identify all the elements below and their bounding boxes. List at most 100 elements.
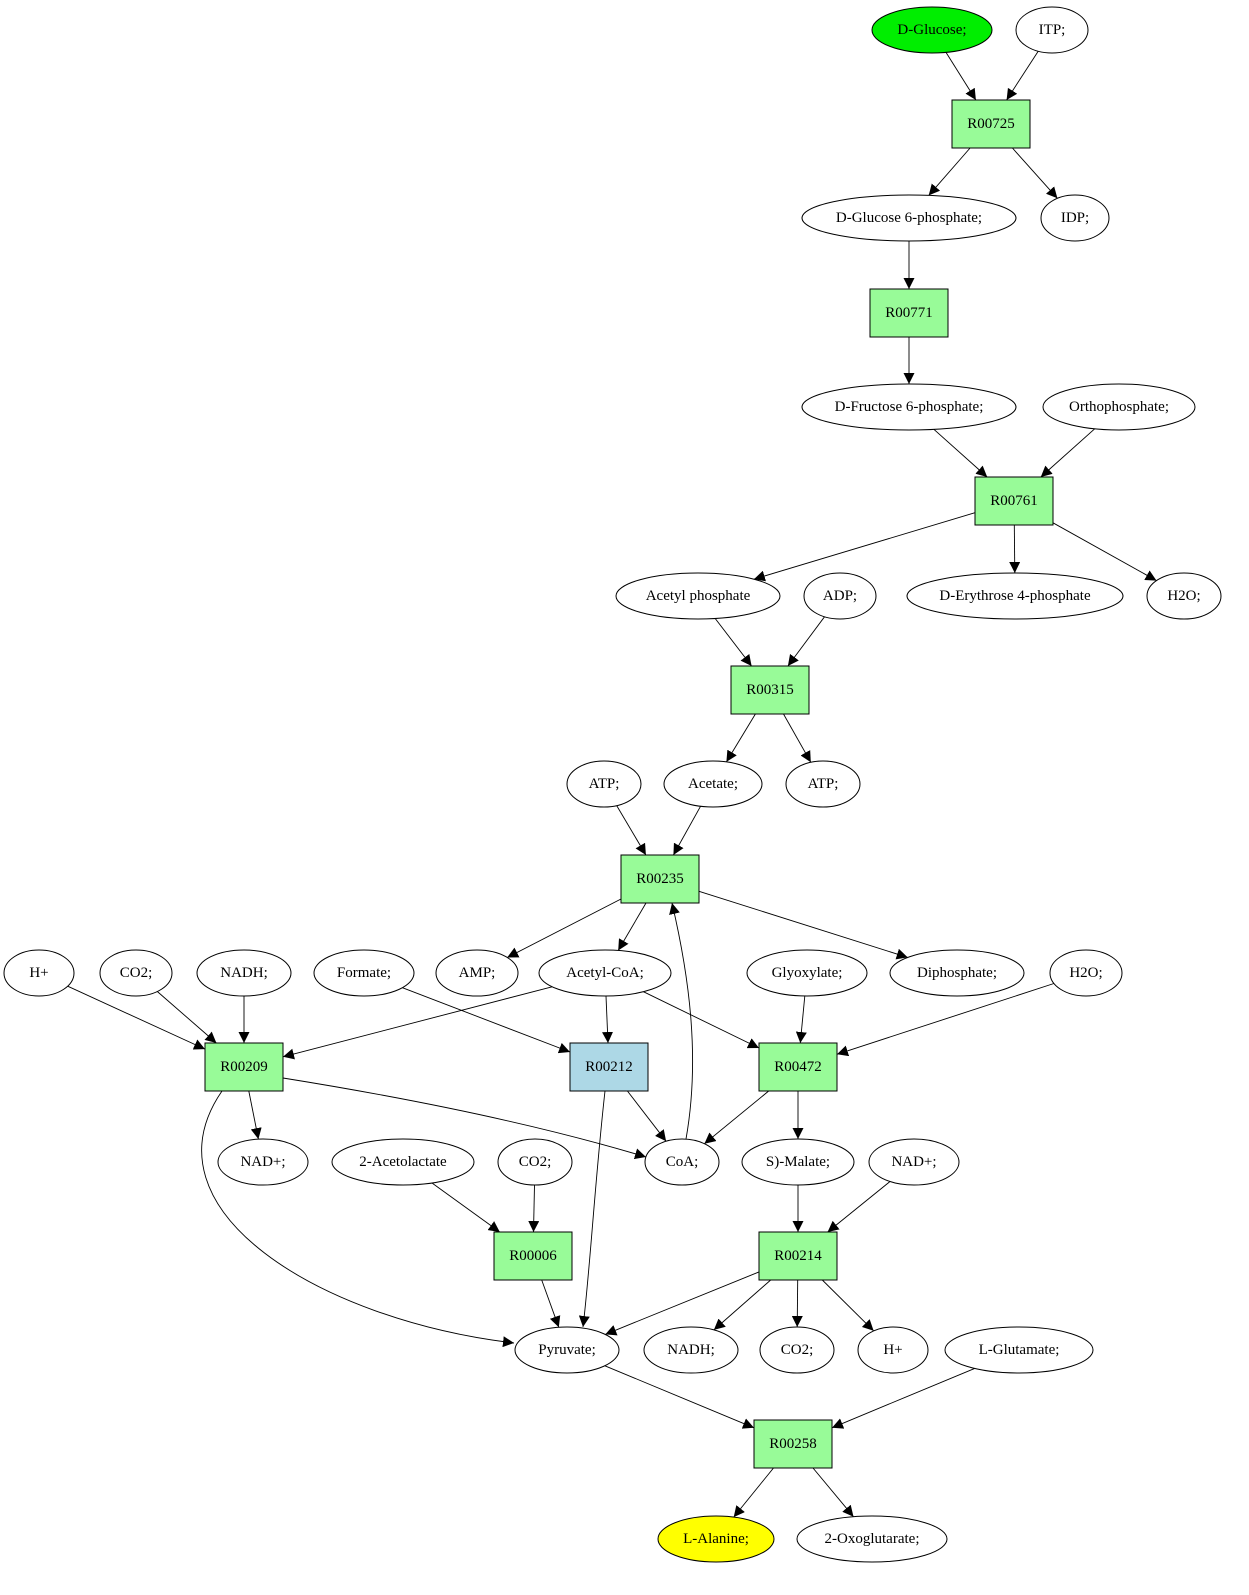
node-label: 2-Acetolactate — [359, 1154, 447, 1170]
node-label: D-Erythrose 4-phosphate — [939, 588, 1091, 604]
reaction-node-r00209[interactable]: R00209 — [204, 1042, 284, 1092]
compound-node-nadplus_a[interactable]: NAD+; — [217, 1138, 309, 1186]
compound-node-diphosphate[interactable]: Diphosphate; — [889, 949, 1025, 997]
compound-node-coa[interactable]: CoA; — [644, 1138, 720, 1186]
reaction-node-r00472[interactable]: R00472 — [758, 1042, 838, 1092]
compound-node-e4p[interactable]: D-Erythrose 4-phosphate — [906, 572, 1124, 620]
edge-glutamate-to-r00258 — [831, 1367, 975, 1429]
reaction-node-r00212[interactable]: R00212 — [569, 1042, 649, 1092]
compound-ellipse — [99, 949, 173, 997]
node-label: R00258 — [769, 1436, 817, 1452]
compound-ellipse — [657, 1515, 775, 1563]
node-label: CoA; — [666, 1154, 699, 1170]
compound-node-hplus_a[interactable]: H+ — [3, 949, 75, 997]
edge-formate-to-r00212 — [402, 987, 571, 1054]
edge-r00235-to-amp — [506, 898, 622, 958]
reaction-node-r00725[interactable]: R00725 — [951, 99, 1031, 149]
node-label: H+ — [883, 1342, 902, 1358]
edge-r00258-to-oxoglutarate — [812, 1467, 854, 1517]
compound-node-amp[interactable]: AMP; — [435, 949, 519, 997]
node-label: D-Glucose; — [897, 22, 966, 38]
compound-node-atp_a[interactable]: ATP; — [566, 760, 642, 808]
node-label: H2O; — [1167, 588, 1200, 604]
compound-node-pyruvate[interactable]: Pyruvate; — [514, 1326, 620, 1374]
compound-node-alanine[interactable]: L-Alanine; — [657, 1515, 775, 1563]
node-label: R00235 — [636, 871, 684, 887]
compound-ellipse — [196, 949, 292, 997]
compound-node-acetolactate[interactable]: 2-Acetolactate — [331, 1138, 475, 1186]
compound-node-f6p[interactable]: D-Fructose 6-phosphate; — [801, 383, 1017, 431]
compound-node-nadplus_b[interactable]: NAD+; — [868, 1138, 960, 1186]
compound-node-acetylp[interactable]: Acetyl phosphate — [615, 572, 781, 620]
compound-ellipse — [1146, 572, 1222, 620]
compound-node-nadh_a[interactable]: NADH; — [196, 949, 292, 997]
reaction-node-r00258[interactable]: R00258 — [753, 1419, 833, 1469]
compound-ellipse — [435, 949, 519, 997]
edge-atp_a-to-r00235 — [616, 805, 647, 856]
node-label: L-Alanine; — [683, 1531, 749, 1547]
compound-node-acetylcoa[interactable]: Acetyl-CoA; — [538, 949, 672, 997]
node-label: CO2; — [519, 1154, 552, 1170]
compound-ellipse — [803, 572, 877, 620]
compound-node-orthophosphate[interactable]: Orthophosphate; — [1042, 383, 1196, 431]
node-label: NADH; — [220, 965, 268, 981]
compound-node-h2o_b[interactable]: H2O; — [1049, 949, 1123, 997]
compound-node-co2_a[interactable]: CO2; — [99, 949, 173, 997]
edge-r00258-to-alanine — [733, 1467, 774, 1518]
reaction-node-r00771[interactable]: R00771 — [869, 288, 949, 338]
compound-ellipse — [313, 949, 415, 997]
compound-node-atp_b[interactable]: ATP; — [785, 760, 861, 808]
edge-r00214-to-hplus_b — [821, 1279, 874, 1332]
compound-node-glyoxylate[interactable]: Glyoxylate; — [746, 949, 868, 997]
node-label: R00315 — [746, 682, 794, 698]
compound-node-oxoglutarate[interactable]: 2-Oxoglutarate; — [796, 1515, 948, 1563]
compound-node-hplus_b[interactable]: H+ — [857, 1326, 929, 1374]
compound-node-glutamate[interactable]: L-Glutamate; — [944, 1326, 1094, 1374]
node-label: H+ — [29, 965, 48, 981]
compound-ellipse — [1015, 6, 1089, 54]
reaction-node-r00315[interactable]: R00315 — [730, 665, 810, 715]
compound-node-glucose[interactable]: D-Glucose; — [871, 6, 993, 54]
compound-node-acetate[interactable]: Acetate; — [663, 760, 763, 808]
edge-adp-to-r00315 — [787, 616, 825, 667]
compound-node-adp[interactable]: ADP; — [803, 572, 877, 620]
node-label: Diphosphate; — [917, 965, 997, 981]
edge-r00725-to-idp — [1012, 147, 1058, 199]
reaction-node-r00761[interactable]: R00761 — [974, 476, 1054, 526]
compound-node-formate[interactable]: Formate; — [313, 949, 415, 997]
compound-ellipse — [514, 1326, 620, 1374]
node-label: Pyruvate; — [538, 1342, 596, 1358]
compound-node-idp[interactable]: IDP; — [1040, 194, 1110, 242]
reaction-node-r00235[interactable]: R00235 — [620, 854, 700, 904]
reaction-node-r00006[interactable]: R00006 — [493, 1231, 573, 1281]
compound-ellipse — [331, 1138, 475, 1186]
reaction-box — [758, 1231, 838, 1281]
node-label: AMP; — [459, 965, 496, 981]
reaction-node-r00214[interactable]: R00214 — [758, 1231, 838, 1281]
compound-node-g6p[interactable]: D-Glucose 6-phosphate; — [801, 194, 1017, 242]
reaction-box — [569, 1042, 649, 1092]
compound-node-nadh_b[interactable]: NADH; — [643, 1326, 739, 1374]
node-label: NADH; — [667, 1342, 715, 1358]
compound-node-co2_c[interactable]: CO2; — [759, 1326, 835, 1374]
edge-acetate-to-r00235 — [673, 805, 701, 856]
compound-ellipse — [746, 949, 868, 997]
edge-acetylcoa-to-r00472 — [643, 991, 760, 1049]
node-label: NAD+; — [891, 1154, 936, 1170]
compound-node-malate[interactable]: S)-Malate; — [741, 1138, 855, 1186]
compound-ellipse — [217, 1138, 309, 1186]
compound-node-h2o_a[interactable]: H2O; — [1146, 572, 1222, 620]
compound-node-itp[interactable]: ITP; — [1015, 6, 1089, 54]
compound-ellipse — [857, 1326, 929, 1374]
compound-ellipse — [497, 1138, 573, 1186]
node-label: ADP; — [823, 588, 857, 604]
node-label: R00725 — [967, 116, 1015, 132]
node-label: CO2; — [120, 965, 153, 981]
edge-orthophosphate-to-r00761 — [1040, 428, 1095, 478]
edge-co2_b-to-r00006 — [528, 1184, 540, 1233]
edge-coa-to-r00235 — [669, 902, 694, 1140]
node-label: IDP; — [1061, 210, 1089, 226]
compound-ellipse — [3, 949, 75, 997]
compound-node-co2_b[interactable]: CO2; — [497, 1138, 573, 1186]
